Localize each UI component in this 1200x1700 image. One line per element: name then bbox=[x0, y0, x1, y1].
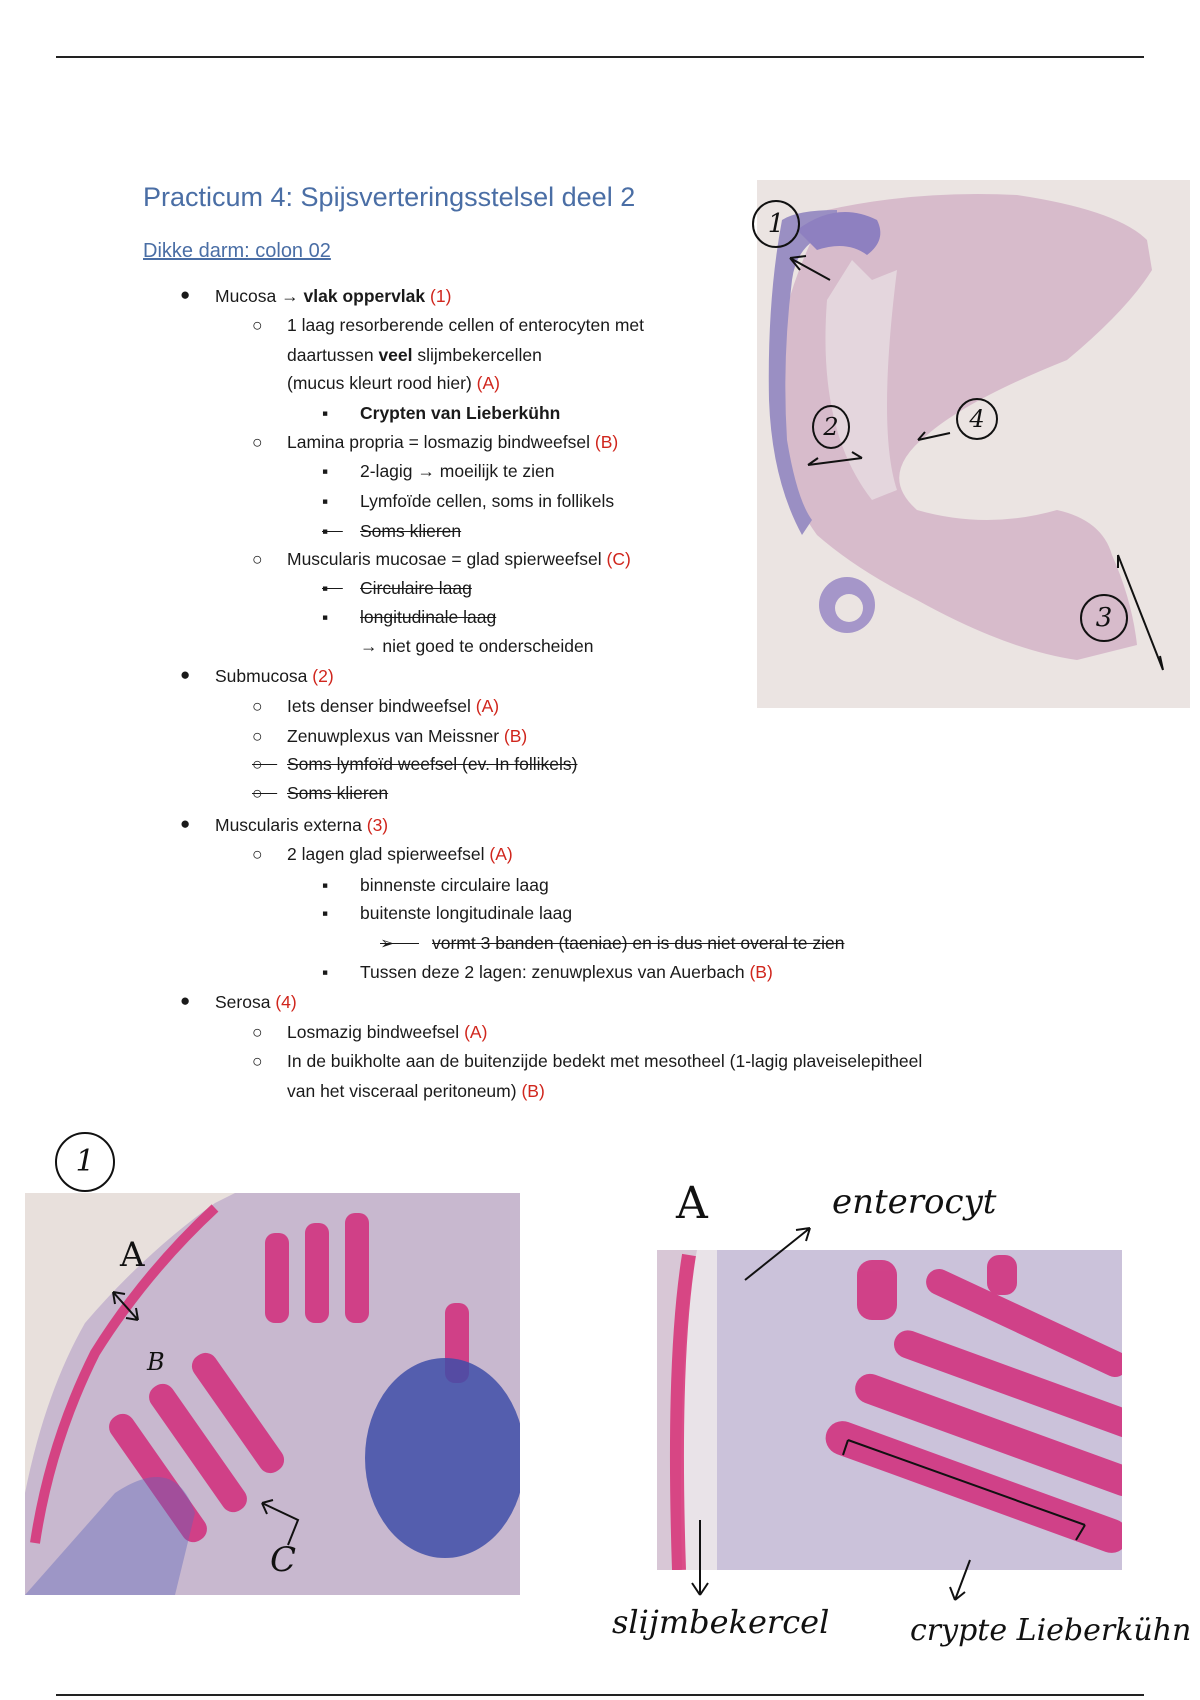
outline-item-mucosa: Mucosa → vlak oppervlak (1) bbox=[215, 286, 452, 306]
overview-label-4: 4 bbox=[956, 398, 998, 440]
zoom-label-A: A bbox=[120, 1235, 145, 1275]
enterocyte-zoom-image bbox=[657, 1250, 1122, 1570]
outline-sub-item: van het visceraal peritoneum) (B) bbox=[287, 1081, 545, 1101]
zoom-label-B: B bbox=[147, 1348, 165, 1376]
page-title: Practicum 4: Spijsverteringsstelsel deel… bbox=[143, 182, 636, 212]
outline-sub-item: In de buikholte aan de buitenzijde bedek… bbox=[287, 1051, 923, 1071]
outline-sub-sub-item: Lymfoïde cellen, soms in follikels bbox=[360, 491, 615, 511]
outline-sub-item: 2 lagen glad spierweefsel (A) bbox=[287, 844, 513, 864]
overview-label-2: 2 bbox=[812, 405, 850, 449]
outline-sub-sub-item: Tussen deze 2 lagen: zenuwplexus van Aue… bbox=[360, 962, 773, 982]
outline-sub-item: Iets denser bindweefsel (A) bbox=[287, 696, 500, 716]
square-bullet-icon: ▪ bbox=[322, 491, 329, 511]
outline-sub-sub-item: Crypten van Lieberkühn bbox=[360, 403, 561, 423]
circle-bullet-icon: ○ bbox=[252, 1051, 263, 1071]
label-crypte-lieberkuhn: crypte Lieberkühn bbox=[910, 1613, 1192, 1648]
bullet-icon: ● bbox=[180, 285, 191, 304]
top-rule bbox=[56, 56, 1144, 58]
square-bullet-icon: ▪ bbox=[322, 607, 329, 627]
square-bullet-icon: ▪ bbox=[322, 403, 329, 423]
square-bullet-icon: ▪ bbox=[322, 521, 343, 541]
circle-bullet-icon: ○ bbox=[252, 549, 263, 569]
colon-overview-image bbox=[757, 180, 1190, 708]
outline-sub-sub-item: binnenste circulaire laag bbox=[360, 875, 549, 895]
square-bullet-icon: ▪ bbox=[322, 903, 329, 923]
outline-sub-item: daartussen veel slijmbekercellen bbox=[287, 345, 542, 365]
square-bullet-icon: ▪ bbox=[322, 875, 329, 895]
outline-note: → niet goed te onderscheiden bbox=[360, 636, 594, 656]
label-slijmbekercel: slijmbekercel bbox=[612, 1603, 830, 1641]
outline-sub-item: Losmazig bindweefsel (A) bbox=[287, 1022, 488, 1042]
circle-bullet-icon: ○ bbox=[252, 696, 263, 716]
circle-bullet-icon: ○ bbox=[252, 726, 263, 746]
outline-item-submucosa: Submucosa (2) bbox=[215, 666, 334, 686]
circle-bullet-icon: ○ bbox=[252, 844, 263, 864]
circle-bullet-icon: ○ bbox=[252, 783, 278, 803]
zoom-circle-label: 1 bbox=[55, 1132, 115, 1192]
outline-sub-sub-item-struck: longitudinale laag bbox=[360, 607, 497, 627]
outline-sub-sub-item: buitenste longitudinale laag bbox=[360, 903, 573, 923]
bullet-icon: ● bbox=[180, 814, 191, 833]
section-heading: Dikke darm: colon 02 bbox=[143, 240, 331, 262]
outline-sub-item: Muscularis mucosae = glad spierweefsel (… bbox=[287, 549, 631, 569]
outline-sub-item: Zenuwplexus van Meissner (B) bbox=[287, 726, 528, 746]
outline-sub-sub-item-struck: Circulaire laag bbox=[360, 578, 472, 598]
outline-sub-item: Lamina propria = losmazig bindweefsel (B… bbox=[287, 432, 619, 452]
overview-label-1: 1 bbox=[752, 200, 800, 248]
circle-bullet-icon: ○ bbox=[252, 315, 263, 335]
bullet-icon: ● bbox=[180, 991, 191, 1010]
circle-bullet-icon: ○ bbox=[252, 1022, 263, 1042]
outline-sub-item: 1 laag resorberende cellen of enterocyte… bbox=[287, 315, 645, 335]
outline-sub-sub-item: 2-lagig → moeilijk te zien bbox=[360, 461, 555, 481]
overview-label-3: 3 bbox=[1080, 594, 1128, 642]
circle-bullet-icon: ○ bbox=[252, 432, 263, 452]
zoomA-label-A: A bbox=[676, 1178, 708, 1229]
outline-sub-item-struck: Soms klieren bbox=[287, 783, 389, 803]
square-bullet-icon: ▪ bbox=[322, 578, 343, 598]
bottom-rule bbox=[56, 1694, 1144, 1696]
square-bullet-icon: ▪ bbox=[322, 962, 329, 982]
zoom-label-C: C bbox=[270, 1540, 297, 1580]
circle-bullet-icon: ○ bbox=[252, 754, 278, 774]
outline-item-serosa: Serosa (4) bbox=[215, 992, 297, 1012]
mucosa-zoom-image bbox=[25, 1193, 520, 1595]
bullet-icon: ● bbox=[180, 665, 191, 684]
outline-sub-item: (mucus kleurt rood hier) (A) bbox=[287, 373, 500, 393]
arrow-bullet-icon: ➢ bbox=[380, 933, 419, 953]
label-enterocyt: enterocyt bbox=[832, 1182, 997, 1222]
outline-item-muscularis: Muscularis externa (3) bbox=[215, 815, 389, 835]
outline-deep-item-struck: vormt 3 banden (taeniae) en is dus niet … bbox=[432, 933, 845, 953]
square-bullet-icon: ▪ bbox=[322, 461, 329, 481]
outline-sub-item-struck: Soms lymfoïd weefsel (ev. In follikels) bbox=[287, 754, 578, 774]
outline-sub-sub-item-struck: Soms klieren bbox=[360, 521, 462, 541]
